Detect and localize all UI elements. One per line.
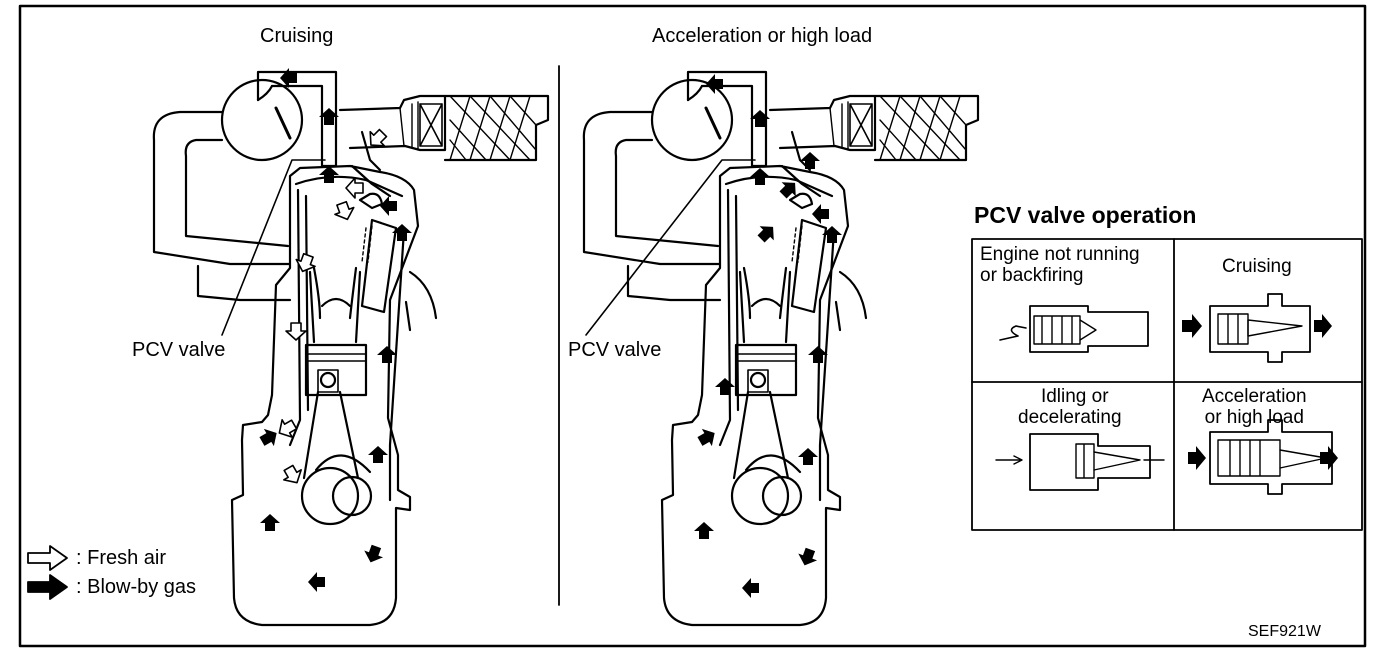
engine-cruising [152,66,550,627]
left-title: Cruising [260,25,334,47]
cell-cruising-label: Cruising [1222,256,1292,277]
legend-blow-by-label: : Blow-by gas [76,576,197,598]
cell-idling-label: Idling or decelerating [1018,386,1122,428]
valve-cruising [1182,293,1332,363]
right-title: Acceleration or high load [652,25,873,47]
table-title: PCV valve operation [974,202,1197,228]
valve-idling [995,433,1165,491]
valve-acceleration [1188,419,1338,495]
cell-not-running-label: Engine not running or backfiring [980,244,1140,286]
cell-acceleration-label: Acceleration or high load [1202,386,1307,428]
right-pcv-callout: PCV valve [568,339,662,361]
legend-fresh-air-symbol [27,545,68,571]
legend-fresh-air-label: : Fresh air [76,547,167,569]
frame-border [18,4,1367,648]
valve-not-running [999,305,1149,353]
left-pcv-callout: PCV valve [132,339,226,361]
engine-acceleration [582,70,980,627]
legend-blow-by-symbol [27,574,68,600]
pcv-table [971,238,1363,531]
figure-code: SEF921W [1248,623,1321,640]
